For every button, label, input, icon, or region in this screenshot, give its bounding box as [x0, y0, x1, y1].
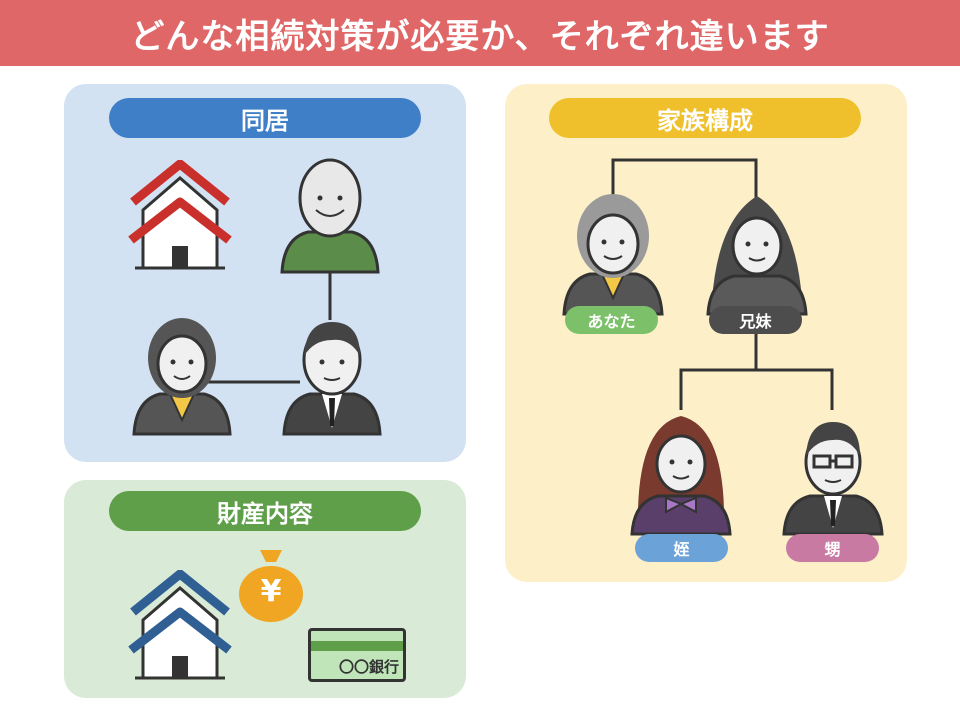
yen-symbol: ¥ — [260, 574, 282, 609]
cohabitation-panel — [64, 84, 466, 462]
cohabitation-pill: 同居 — [109, 98, 421, 138]
bank-card-icon: 〇〇銀行 — [308, 628, 406, 682]
member-tag-nephew: 甥 — [786, 534, 879, 562]
member-tag-niece: 姪 — [635, 534, 728, 562]
woman-yellow-collar-icon — [132, 318, 232, 436]
glasses-man-icon — [782, 422, 884, 536]
long-haired-woman-icon — [706, 196, 808, 316]
gray-haired-woman-icon — [562, 194, 664, 316]
assets-pill: 財産内容 — [109, 491, 421, 531]
blue-house-icon — [128, 570, 232, 680]
member-tag-you: あなた — [565, 306, 658, 334]
title-banner: どんな相続対策が必要か、それぞれ違います — [0, 0, 960, 66]
member-tag-sibling: 兄妹 — [709, 306, 802, 334]
man-suit-icon — [282, 322, 382, 436]
purple-bow-woman-icon — [630, 416, 732, 536]
page-title: どんな相続対策が必要か、それぞれ違います — [130, 16, 830, 57]
elderly-man-icon — [280, 158, 380, 274]
family-pill: 家族構成 — [549, 98, 861, 138]
red-house-icon — [128, 160, 232, 270]
bank-card-text: 〇〇銀行 — [338, 658, 399, 676]
money-bag-icon: ¥ — [236, 546, 306, 622]
